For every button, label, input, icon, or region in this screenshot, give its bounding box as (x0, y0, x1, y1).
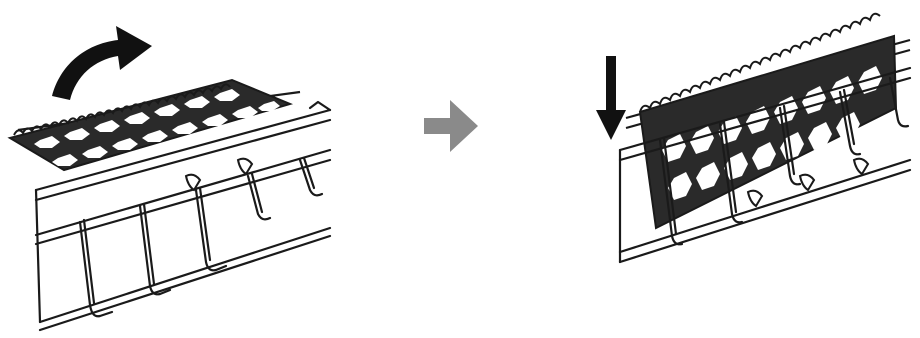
curved-arrow-up-right-icon (52, 26, 152, 100)
panel-tines-raised (10, 26, 330, 330)
tine-panel-frame (640, 36, 896, 228)
tine-panel (10, 80, 290, 170)
arrow-down-icon (596, 56, 626, 140)
tine-panel (640, 14, 896, 228)
panel-tines-folded (596, 14, 910, 262)
arrow-right-icon (424, 100, 478, 152)
